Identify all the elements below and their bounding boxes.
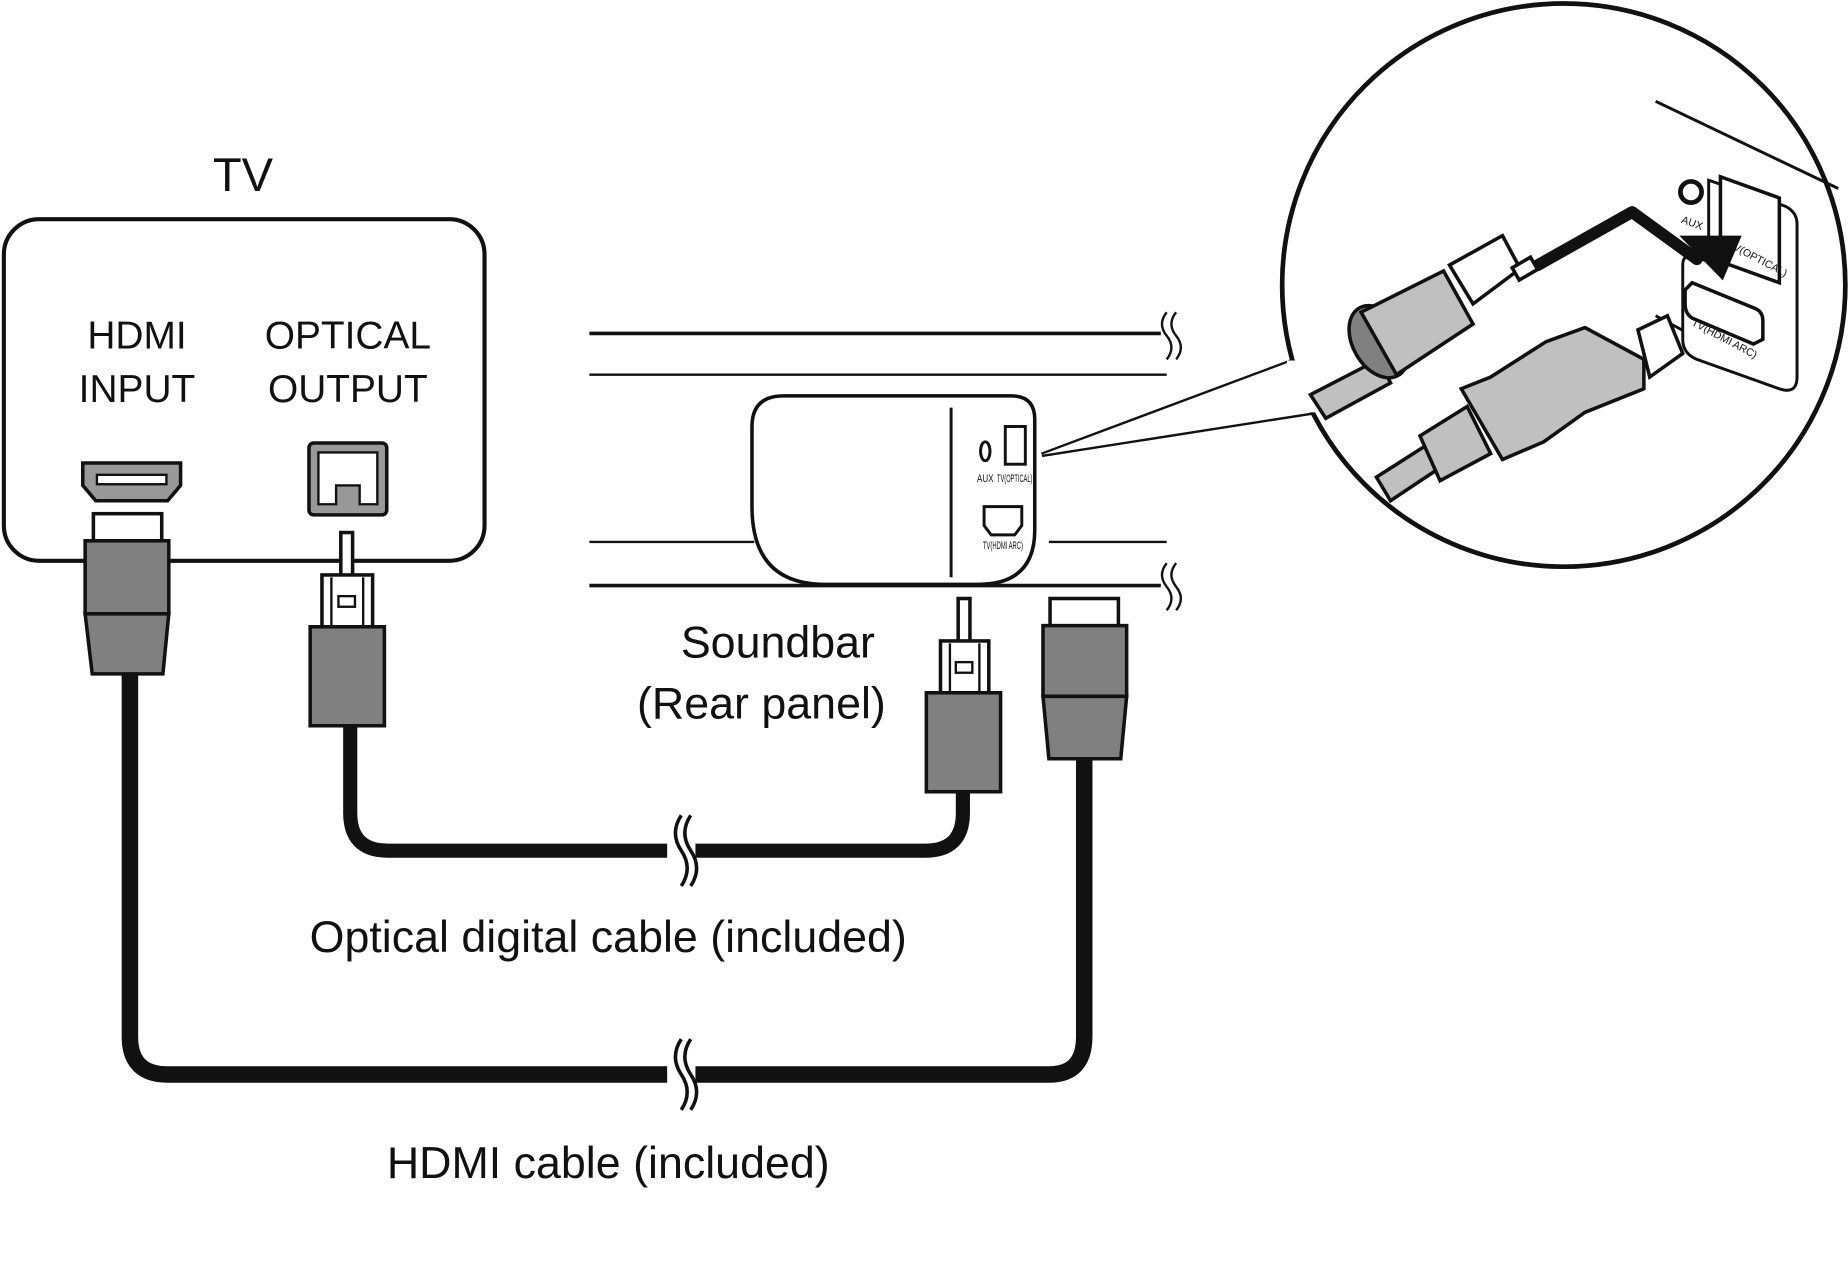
insert-arrow-icon xyxy=(1531,206,1703,271)
tv-title: TV xyxy=(213,148,274,201)
optical-cable-label: Optical digital cable (included) xyxy=(310,912,907,962)
hdmi-input-label-1: HDMI xyxy=(87,315,186,358)
aux-port-icon xyxy=(979,440,992,463)
optical-port-icon xyxy=(307,441,389,517)
optical-plug-tv xyxy=(308,530,387,728)
soundbar-aux-label: AUX xyxy=(977,473,993,485)
hdmi-cable xyxy=(121,671,1093,1083)
optical-cable xyxy=(343,724,970,858)
optical-port-icon xyxy=(1003,425,1027,466)
inset-hdmi-plug xyxy=(1374,313,1685,504)
hdmi-port-icon xyxy=(982,505,1024,537)
hdmi-plug-soundbar xyxy=(1041,596,1129,761)
soundbar-optical-label: TV(OPTICAL) xyxy=(997,473,1032,485)
hdmi-plug-tv xyxy=(83,511,171,676)
callout-inset: AUX TV(OPTICAL) TV(HDMI ARC) xyxy=(1040,1,1848,570)
optical-plug-soundbar xyxy=(924,596,1003,794)
cable-break-marks xyxy=(667,814,699,1113)
inset-aux-port-icon xyxy=(1678,179,1704,206)
soundbar-rear-panel-label: (Rear panel) xyxy=(637,679,886,729)
tv: TV HDMI INPUT OPTICAL OUTPUT xyxy=(1,148,487,563)
tv-body xyxy=(1,217,487,563)
inset-hdmi-port-icon xyxy=(1683,280,1765,346)
optical-output-label-2: OUTPUT xyxy=(268,368,428,411)
hdmi-cable-label: HDMI cable (included) xyxy=(387,1138,830,1188)
soundbar: AUX TV(OPTICAL) TV(HDMI ARC) xyxy=(750,394,1037,587)
inset-optical-port-icon xyxy=(1718,174,1782,286)
soundbar-hdmi-label: TV(HDMI ARC) xyxy=(983,540,1023,552)
inset-optical-plug xyxy=(1307,233,1540,421)
soundbar-label: Soundbar xyxy=(681,617,875,667)
optical-output-label-1: OPTICAL xyxy=(265,315,431,358)
hdmi-input-label-2: INPUT xyxy=(79,368,196,411)
hdmi-port-icon xyxy=(81,461,183,503)
